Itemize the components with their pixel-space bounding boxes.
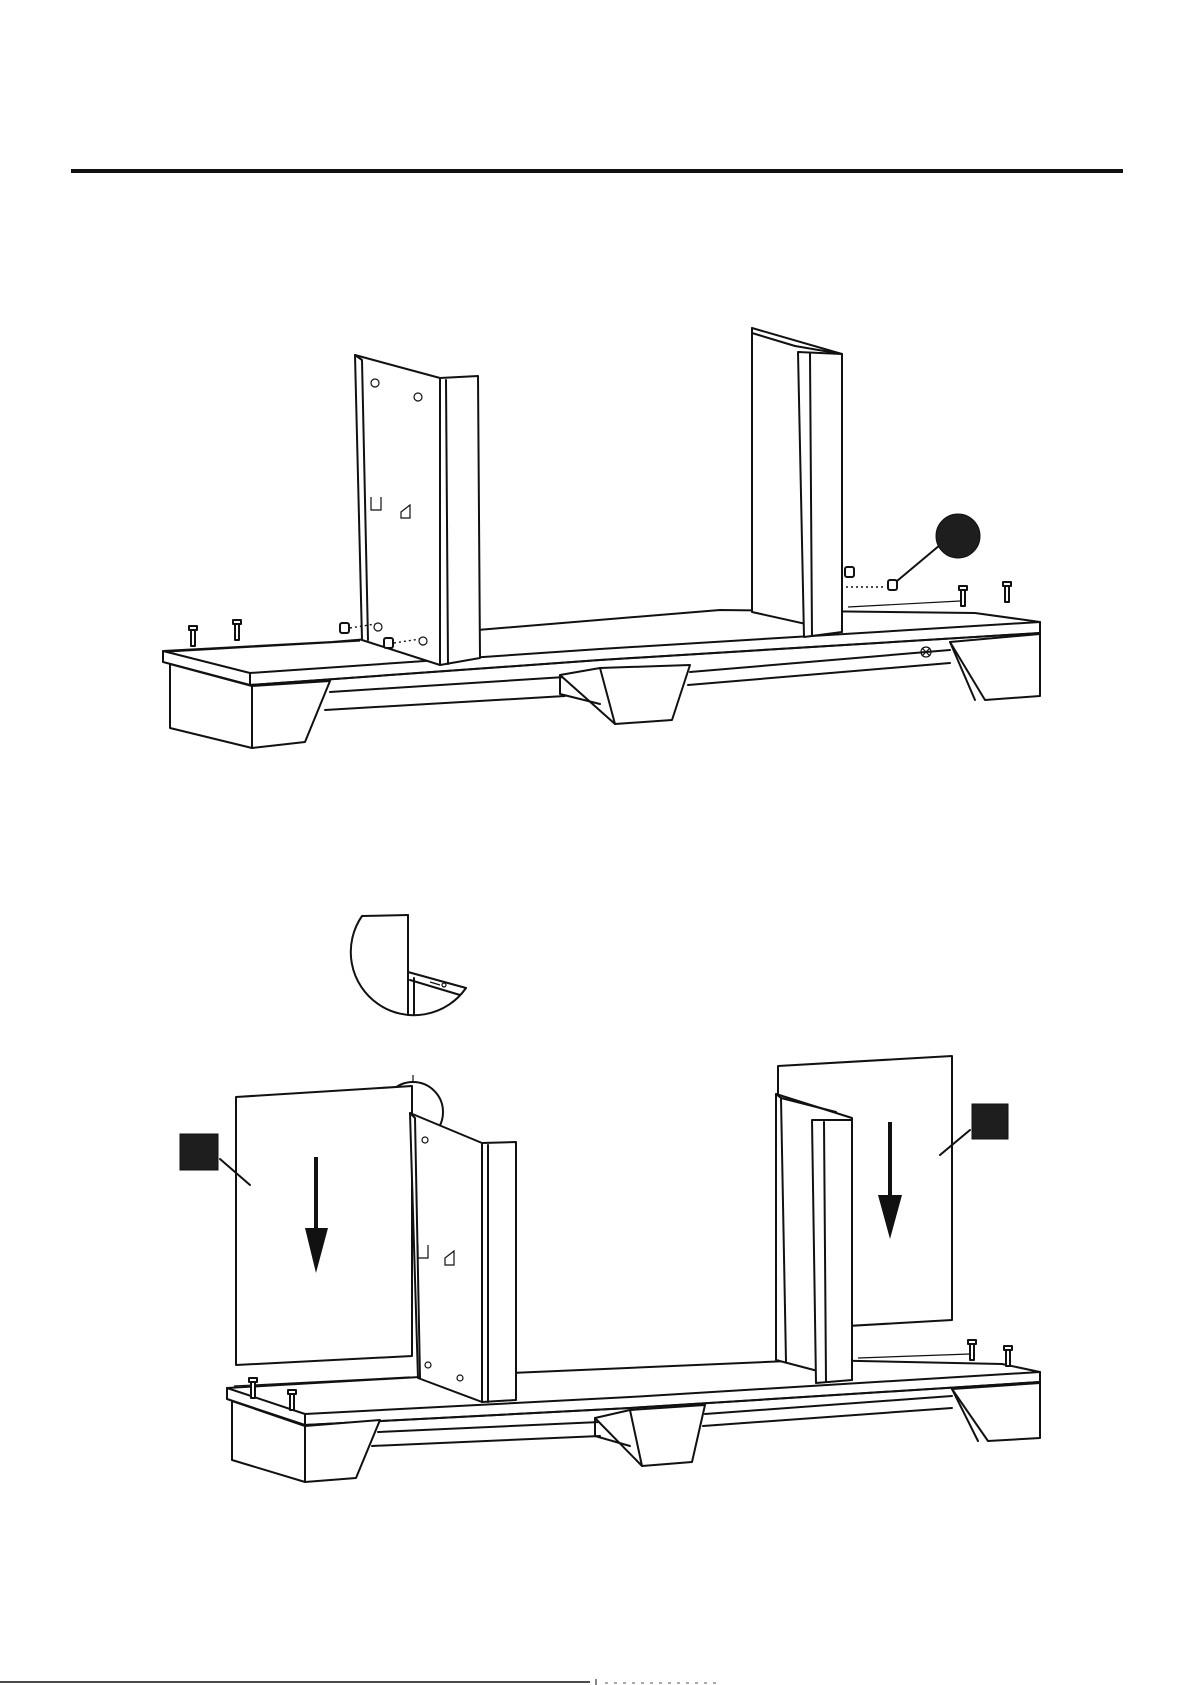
callout-cam-lock	[897, 514, 980, 581]
tv-stand-base-2	[227, 1354, 1040, 1482]
right-side-panel	[752, 328, 842, 637]
step-2-illustration	[180, 915, 1040, 1482]
step-1-illustration	[163, 328, 1040, 748]
left-side-panel-2	[410, 1113, 516, 1402]
tv-stand-base	[163, 601, 1040, 748]
left-side-panel	[355, 355, 480, 665]
back-panel-left	[236, 1086, 412, 1365]
footer-marks	[0, 1679, 720, 1685]
right-side-panel-2	[776, 1094, 852, 1383]
